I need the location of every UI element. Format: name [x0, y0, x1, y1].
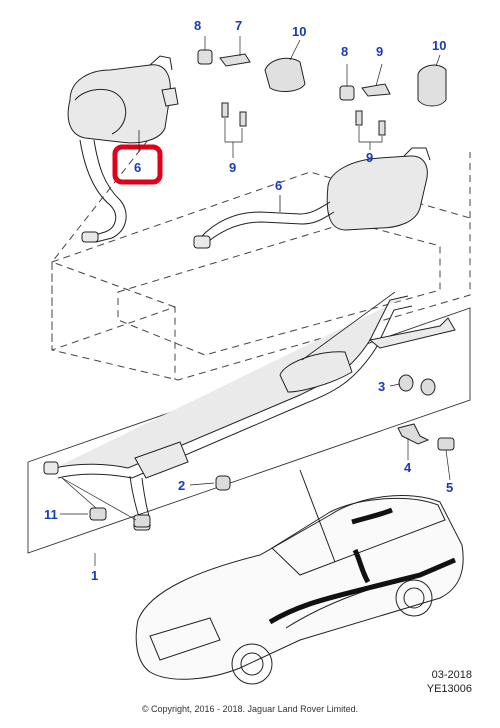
- callout-10-right: 10: [432, 38, 446, 53]
- main-exhaust-assembly: [43, 295, 456, 531]
- reference-code: YE13006: [426, 683, 472, 695]
- vehicle-exhaust-highlight: [268, 507, 456, 625]
- rear-muffler-assembly: [193, 147, 431, 249]
- callout-9-left: 9: [229, 160, 236, 175]
- callout-6-right: 6: [275, 178, 282, 193]
- vehicle-outline: [135, 469, 464, 685]
- copyright-notice: © Copyright, 2016 - 2018. Jaguar Land Ro…: [141, 704, 359, 714]
- callout-9-top: 9: [376, 44, 383, 59]
- callout-7: 7: [235, 18, 242, 33]
- rear-muffler-left: [67, 55, 179, 243]
- callout-9-right: 9: [366, 150, 373, 165]
- callout-4: 4: [404, 460, 412, 475]
- small-parts: [89, 374, 455, 528]
- callout-5: 5: [446, 480, 453, 495]
- highlight-box: [112, 144, 163, 185]
- date-code: 03-2018: [431, 669, 472, 681]
- callout-2: 2: [178, 478, 185, 493]
- callout-11: 11: [44, 507, 58, 522]
- callout-8-right: 8: [341, 44, 348, 59]
- callout-3: 3: [378, 379, 385, 394]
- callout-10-left: 10: [292, 24, 306, 39]
- mount-hardware: [197, 49, 447, 136]
- callout-6-left: 6: [134, 160, 141, 175]
- callout-8-left: 8: [194, 18, 201, 33]
- callout-1: 1: [91, 568, 98, 583]
